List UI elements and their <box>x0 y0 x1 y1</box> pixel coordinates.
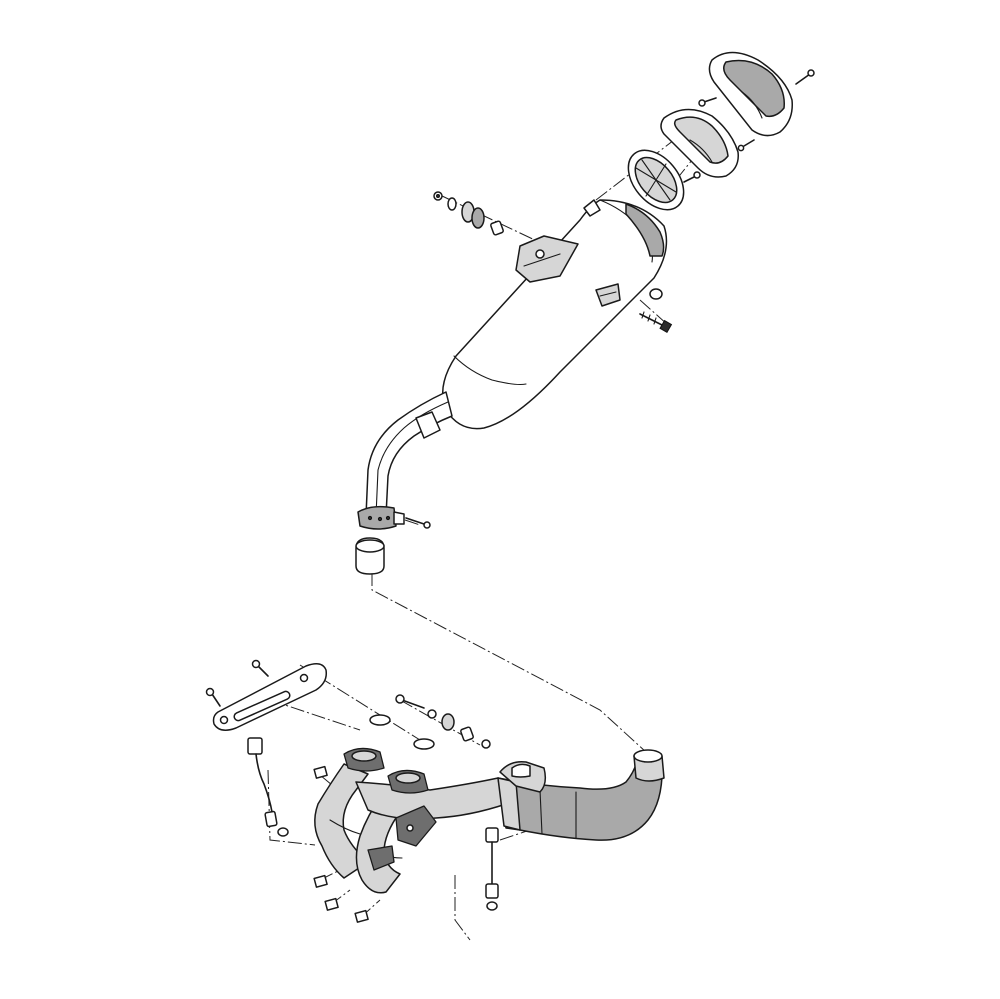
header-flange-right <box>387 769 429 794</box>
fastener-bolt-cap-left <box>698 97 717 107</box>
mount-bolt-stack <box>433 191 504 236</box>
fastener-bolt-cap-right <box>795 69 815 85</box>
flange-nuts <box>313 765 369 923</box>
fastener-bolt-shield-left <box>205 687 221 707</box>
oxygen-sensor-left <box>247 737 289 837</box>
end-cap-plate <box>660 108 739 178</box>
muffler-mount-bracket <box>515 235 579 283</box>
muffler-hanger-tab <box>595 283 621 307</box>
fastener-bolt-shield-top <box>251 659 269 677</box>
header-bolt-stack <box>395 694 491 749</box>
header-center-bracket <box>367 805 437 871</box>
muffler-link-pipe <box>365 391 453 517</box>
muffler-clamp <box>357 505 405 530</box>
fastener-screw-plate <box>737 139 755 152</box>
header-gaskets <box>369 714 435 750</box>
gasket-ring <box>355 537 385 575</box>
collector-outlet <box>633 749 665 782</box>
header-flange-left <box>343 747 385 772</box>
fastener-screw-grille <box>683 171 701 183</box>
end-cap-cover <box>708 51 793 137</box>
muffler-cap-dot <box>649 288 663 300</box>
header-heat-shield <box>212 663 328 731</box>
muffler-body <box>441 199 668 430</box>
fastener-bolt-clamp <box>405 517 431 529</box>
oxygen-sensor-right <box>485 827 499 911</box>
fastener-bolt-mount <box>639 311 673 334</box>
exhaust-header-pipes <box>314 763 507 894</box>
collector-pipe <box>497 755 663 841</box>
end-cap-grille <box>627 149 685 211</box>
